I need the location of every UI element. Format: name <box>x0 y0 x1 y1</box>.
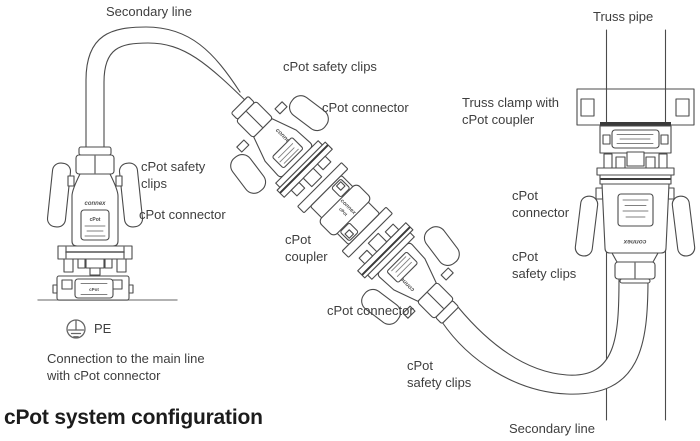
label-right-safety-clips: cPot safety clips <box>512 249 577 282</box>
label-right-connector: cPot connector <box>512 188 570 221</box>
right-safety-clip-right <box>666 187 696 257</box>
label-safety-clips-top: cPot safety clips <box>283 59 377 74</box>
left-safety-clip-right <box>115 162 144 228</box>
main-line-socket: cPot <box>52 275 134 301</box>
label-secondary-line-bottom: Secondary line <box>509 421 595 436</box>
middle-cpot-connector-upper: connex <box>230 95 333 198</box>
pe-icon <box>66 319 86 339</box>
truss-clamp <box>576 88 695 126</box>
left-cpot-connector: connex cPot <box>46 146 144 276</box>
right-safety-clip-left <box>574 187 604 257</box>
label-bottom-safety-clips: cPot safety clips <box>407 358 472 391</box>
label-left-safety-clips: cPot safety clips <box>141 159 206 192</box>
left-safety-clip-left <box>46 162 75 228</box>
svg-text:cPot: cPot <box>90 217 101 223</box>
label-secondary-line-top: Secondary line <box>106 4 192 19</box>
label-truss-pipe: Truss pipe <box>593 9 654 24</box>
svg-text:connex: connex <box>623 238 646 245</box>
middle-chain: connex <box>230 95 492 357</box>
label-connector-top: cPot connector <box>322 100 409 115</box>
label-left-connector: cPot connector <box>139 207 226 222</box>
label-main-line-caption: Connection to the main line with cPot co… <box>47 351 205 384</box>
label-coupler: cPot coupler <box>285 232 328 265</box>
svg-text:cPot: cPot <box>89 287 99 292</box>
svg-text:cPot: cPot <box>338 207 349 218</box>
secondary-line-cable-top <box>85 26 253 153</box>
svg-text:connex: connex <box>84 201 106 207</box>
right-cpot-connector: connex <box>574 151 696 284</box>
right-cpot-coupler <box>599 122 672 154</box>
label-truss-clamp: Truss clamp with cPot coupler <box>462 95 560 128</box>
label-pe: PE <box>94 321 112 336</box>
middle-cpot-coupler: connex cPot <box>297 162 393 258</box>
secondary-line-cable-bottom <box>441 277 649 395</box>
label-mid-connector: cPot connector <box>327 303 414 318</box>
page-title: cPot system configuration <box>4 406 263 429</box>
